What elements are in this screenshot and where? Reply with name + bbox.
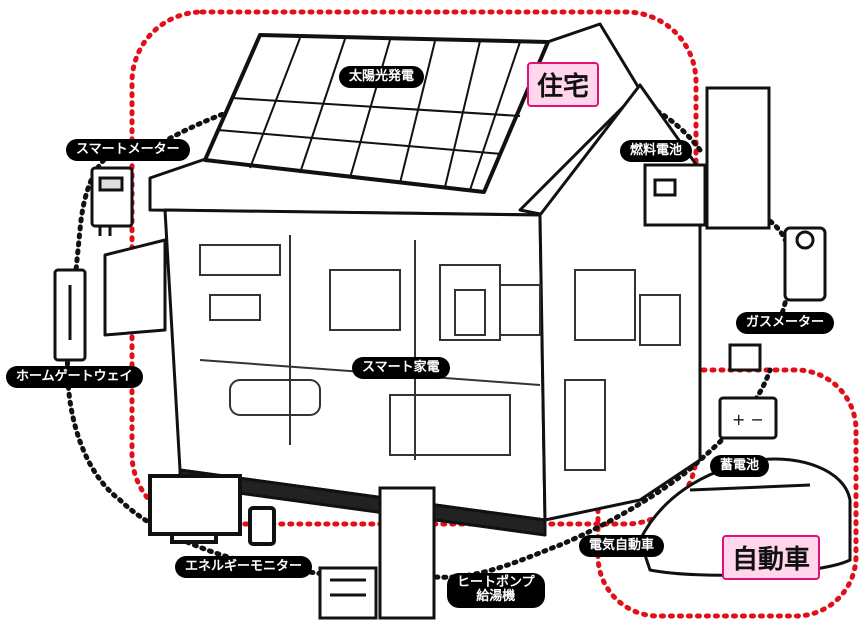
zone-label-car: 自動車: [722, 535, 820, 580]
label-smart-appliance: スマート家電: [352, 357, 450, 379]
zone-label-house: 住宅: [527, 62, 599, 107]
house: [105, 24, 700, 535]
label-energy-monitor: エネルギーモニター: [175, 556, 312, 578]
svg-text:+ −: + −: [732, 410, 764, 429]
label-home-gateway: ホームゲートウェイ: [6, 366, 143, 388]
house-left-ext: [105, 240, 165, 335]
label-fuel-cell: 燃料電池: [620, 140, 692, 162]
label-gas-meter: ガスメーター: [736, 312, 834, 334]
label-solar: 太陽光発電: [339, 66, 424, 88]
storage-battery-device: + −: [720, 398, 776, 438]
label-heat-pump-line2: 給湯機: [457, 590, 535, 604]
gas-meter-device: [730, 228, 825, 370]
smart-meter-device: [92, 168, 132, 236]
home-gateway-device: [55, 270, 85, 360]
label-storage-battery: 蓄電池: [710, 455, 769, 477]
label-electric-car: 電気自動車: [579, 535, 664, 557]
label-heat-pump: ヒートポンプ 給湯機: [447, 573, 545, 608]
label-smart-meter: スマートメーター: [66, 139, 190, 161]
